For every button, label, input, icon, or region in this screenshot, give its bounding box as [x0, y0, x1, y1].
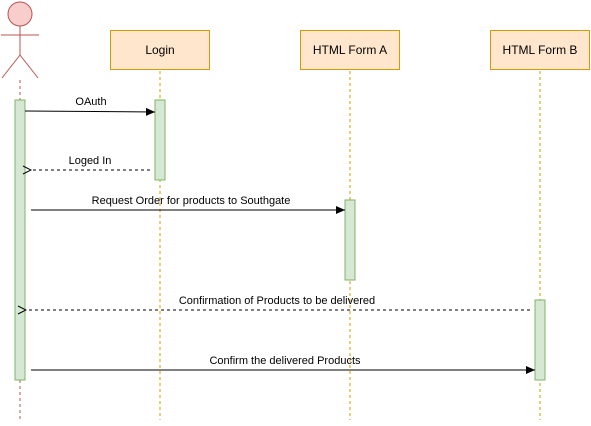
message-arrow-oauth [24, 107, 156, 116]
message-label-loged-in: Loged In [68, 155, 112, 167]
participant-label: Login [145, 43, 175, 57]
message-label-request-order: Request Order for products to Southgate [91, 195, 291, 207]
activation-form-a [344, 199, 356, 281]
activation-form-b [534, 299, 546, 381]
activation-login [154, 99, 166, 181]
participant-form-b: HTML Form B [490, 30, 590, 70]
participant-form-a: HTML Form A [300, 30, 400, 70]
message-label-oauth: OAuth [75, 96, 107, 108]
participant-login: Login [110, 30, 210, 70]
message-label-confirmation: Confirmation of Products to be delivered [178, 295, 376, 307]
participant-label: HTML Form A [312, 43, 388, 57]
message-label-confirm-delivered: Confirm the delivered Products [209, 355, 361, 367]
actor-icon [1, 1, 39, 79]
activation-actor [14, 99, 26, 381]
participant-label: HTML Form B [502, 43, 578, 57]
